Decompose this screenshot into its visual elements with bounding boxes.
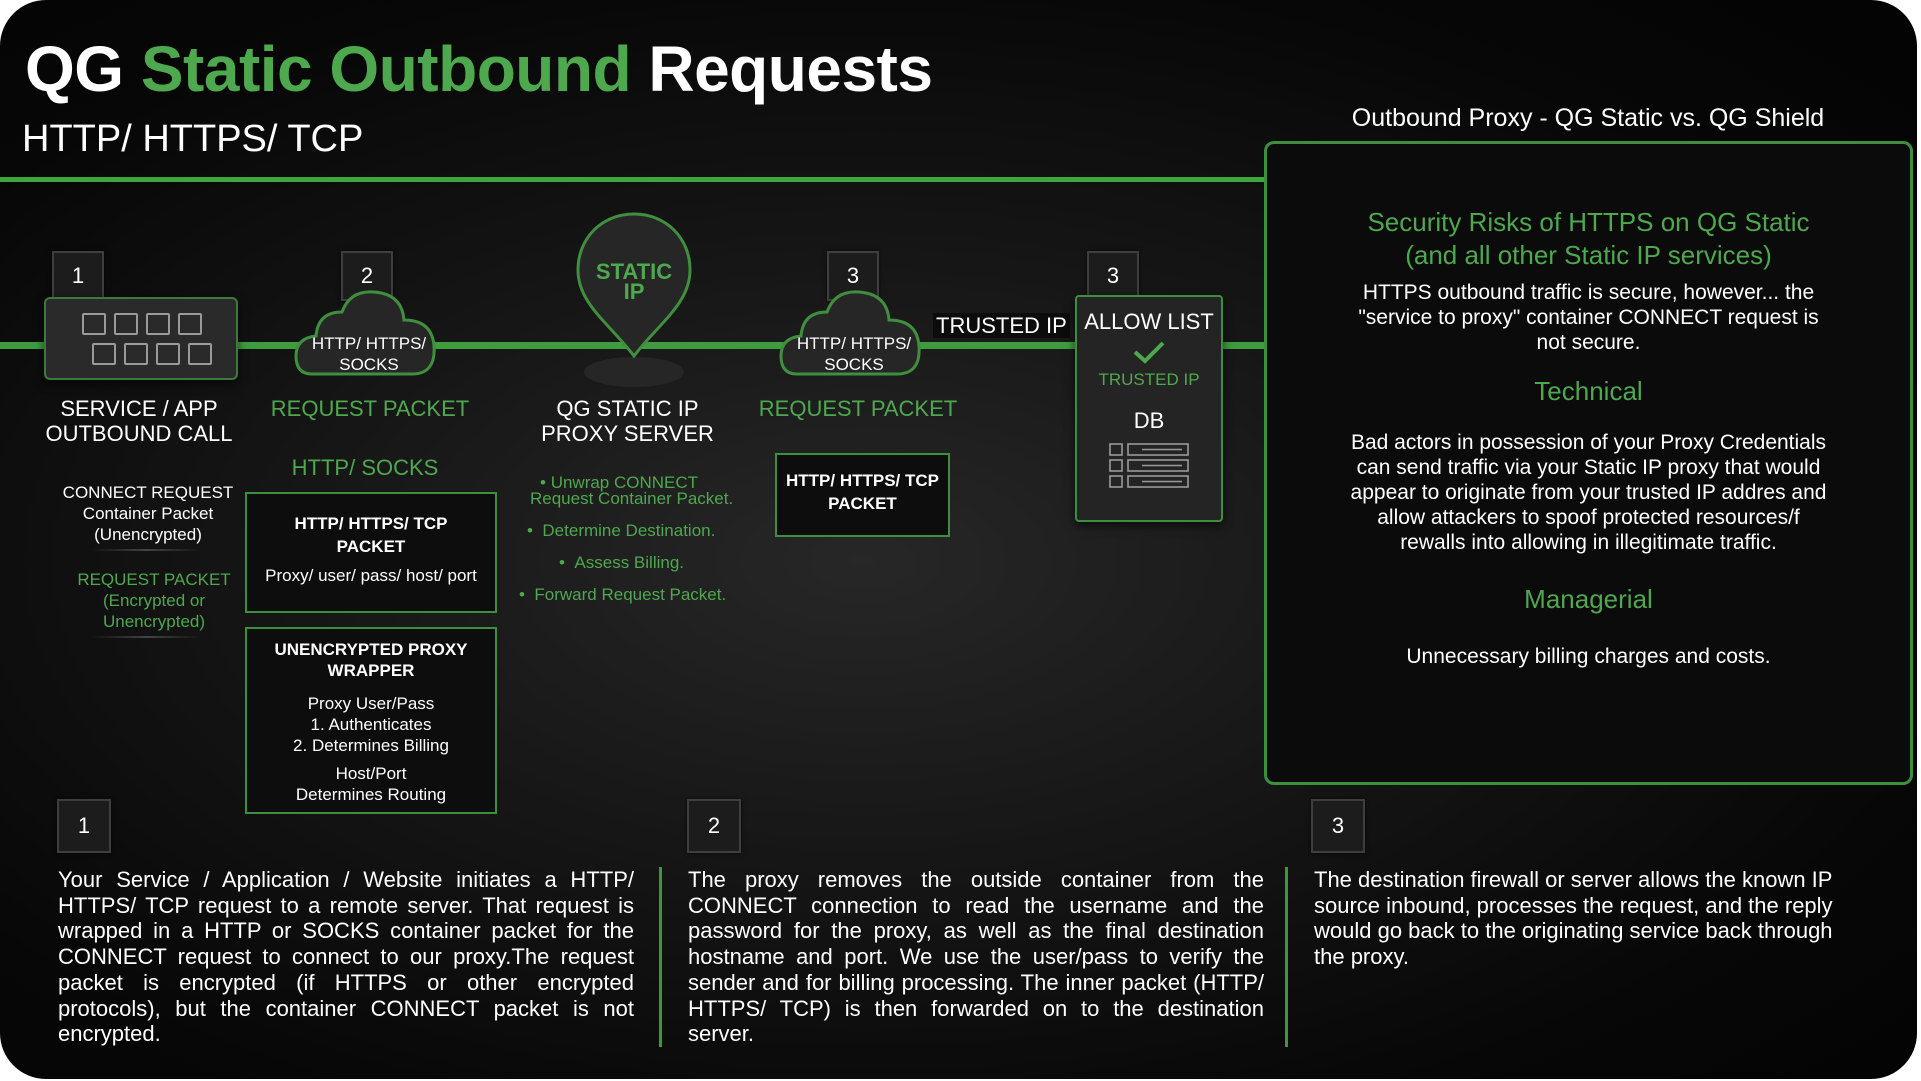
allow-list-trusted: TRUSTED IP — [1098, 370, 1200, 389]
wrapper-title: UNENCRYPTED PROXY — [274, 640, 468, 659]
title-part1: QG — [25, 33, 124, 105]
db-label: DB — [1133, 408, 1165, 433]
proxy-bullet: • Determine Destination. — [527, 521, 716, 540]
packet-box-line: HTTP/ HTTPS/ TCP — [786, 471, 939, 490]
packet-box-line: Proxy/ user/ pass/ host/ port — [265, 566, 477, 585]
proxy-bullet: • Assess Billing. — [559, 553, 685, 572]
check-icon — [1133, 341, 1165, 364]
service-label: SERVICE / APP OUTBOUND CALL — [24, 396, 254, 446]
request-packet-label: REQUEST PACKET — [758, 396, 958, 421]
packet-box-line: PACKET — [828, 494, 897, 513]
column-divider — [659, 867, 662, 1047]
step1-description: Your Service / Application / Website ini… — [58, 867, 634, 1047]
cloud-label: HTTP/ HTTPS/ SOCKS — [781, 333, 927, 375]
risk-heading: (and all other Static IP services) — [1405, 240, 1772, 270]
title-part3: Requests — [648, 33, 933, 105]
request-line: (Encrypted or — [102, 591, 206, 610]
column-divider — [1285, 867, 1288, 1047]
step2-description: The proxy removes the outside container … — [688, 867, 1264, 1047]
risk-text: "service to proxy" container CONNECT req… — [1358, 306, 1819, 329]
connect-line: Container Packet — [82, 504, 214, 523]
step-badge-3b: 3 — [1087, 251, 1139, 301]
step-number: 1 — [71, 263, 85, 288]
cloud-label-line: SOCKS — [824, 355, 884, 374]
technical-text: Bad actors in possession of your Proxy C… — [1350, 431, 1827, 454]
comparison-panel: Security Risks of HTTPS on QG Static (an… — [1264, 141, 1913, 785]
cloud-icon — [779, 290, 921, 376]
managerial-heading: Managerial — [1524, 584, 1653, 614]
risk-text: HTTPS outbound traffic is secure, howeve… — [1362, 281, 1815, 304]
bottom-badge-2: 2 — [687, 799, 741, 853]
proxy-server-line: QG STATIC IP — [556, 396, 699, 421]
packet-box-line: HTTP/ HTTPS/ TCP — [294, 514, 448, 533]
trusted-ip-label: TRUSTED IP — [933, 313, 1070, 338]
risk-text: not secure. — [1536, 331, 1641, 354]
wrapper-line: 1. Authenticates — [310, 715, 432, 734]
packet-box-line: PACKET — [336, 537, 406, 556]
connect-line: CONNECT REQUEST — [62, 483, 234, 502]
wrapper-line: Host/Port — [335, 764, 407, 783]
step-number: 3 — [1106, 263, 1120, 288]
technical-text: rewalls into allowing in illegitimate tr… — [1400, 531, 1777, 554]
risk-heading: Security Risks of HTTPS on QG Static — [1367, 207, 1810, 237]
allow-list-card: ALLOW LIST TRUSTED IP DB — [1075, 295, 1223, 522]
technical-text: allow attackers to spoof protected resou… — [1377, 506, 1800, 529]
technical-text: appear to originate from your trusted IP… — [1350, 481, 1827, 504]
step-number: 2 — [707, 813, 721, 838]
packet-box: HTTP/ HTTPS/ TCP PACKET — [775, 453, 950, 537]
request-packet-note: REQUEST PACKET (Encrypted or Unencrypted… — [54, 569, 254, 632]
cloud-label-line: HTTP/ HTTPS/ — [311, 334, 427, 353]
wrapper-line: Determines Routing — [295, 785, 447, 804]
header-divider — [0, 177, 1265, 182]
page-title: QG Static Outbound Requests — [25, 32, 933, 106]
title-part2: Static Outbound — [140, 33, 632, 105]
step-number: 1 — [77, 813, 91, 838]
bottom-badge-3: 3 — [1311, 799, 1365, 853]
proxy-server-label: QG STATIC IP PROXY SERVER — [520, 396, 735, 446]
proxy-bullet: • Forward Request Packet. — [519, 585, 727, 604]
pin-text: IP — [623, 279, 645, 304]
cloud-label-line: HTTP/ HTTPS/ — [796, 334, 912, 353]
pin-text: STATIC — [595, 259, 673, 284]
request-line: REQUEST PACKET — [77, 570, 231, 589]
cloud-label: HTTP/ HTTPS/ SOCKS — [296, 333, 442, 375]
page-subtitle: HTTP/ HTTPS/ TCP — [22, 118, 364, 160]
request-line: Unencrypted) — [102, 612, 206, 631]
managerial-text: Unnecessary billing charges and costs. — [1406, 645, 1771, 668]
http-socks-label: HTTP/ SOCKS — [291, 455, 439, 480]
step-number: 2 — [360, 263, 374, 288]
request-packet-label: REQUEST PACKET — [270, 396, 470, 421]
connect-request-note: CONNECT REQUEST Container Packet (Unencr… — [48, 482, 248, 545]
proxy-bullet: • Unwrap CONNECT — [540, 473, 699, 492]
connect-line: (Unencrypted) — [94, 525, 202, 544]
step-number: 3 — [1331, 813, 1345, 838]
proxy-bullet: Request Container Packet. — [530, 489, 734, 508]
technical-heading: Technical — [1534, 376, 1643, 406]
server-device-icon — [44, 297, 238, 380]
service-label-line: OUTBOUND CALL — [45, 421, 233, 446]
divider — [92, 636, 202, 638]
location-pin-icon — [576, 212, 692, 387]
step3-description: The destination firewall or server allow… — [1314, 867, 1833, 970]
divider — [92, 549, 202, 551]
wrapper-line: 2. Determines Billing — [293, 736, 449, 755]
wrapper-title: WRAPPER — [327, 661, 415, 680]
cloud-label-line: SOCKS — [339, 355, 399, 374]
static-ip-badge: STATIC IP — [574, 259, 694, 304]
wrapper-box: UNENCRYPTED PROXY WRAPPER Proxy User/Pas… — [245, 627, 497, 814]
allow-list-title: ALLOW LIST — [1084, 309, 1214, 334]
wrapper-line: Proxy User/Pass — [307, 694, 435, 713]
service-label-line: SERVICE / APP — [60, 396, 218, 421]
step-badge-1: 1 — [52, 251, 104, 301]
proxy-server-line: PROXY SERVER — [541, 421, 714, 446]
packet-box: HTTP/ HTTPS/ TCP PACKET Proxy/ user/ pas… — [245, 492, 497, 613]
cloud-icon — [294, 290, 436, 376]
technical-text: can send traffic via your Static IP prox… — [1356, 456, 1821, 479]
database-list-icon — [1109, 443, 1189, 488]
bottom-badge-1: 1 — [57, 799, 111, 853]
panel-heading: Outbound Proxy - QG Static vs. QG Shield — [1351, 104, 1825, 132]
step-number: 3 — [846, 263, 860, 288]
